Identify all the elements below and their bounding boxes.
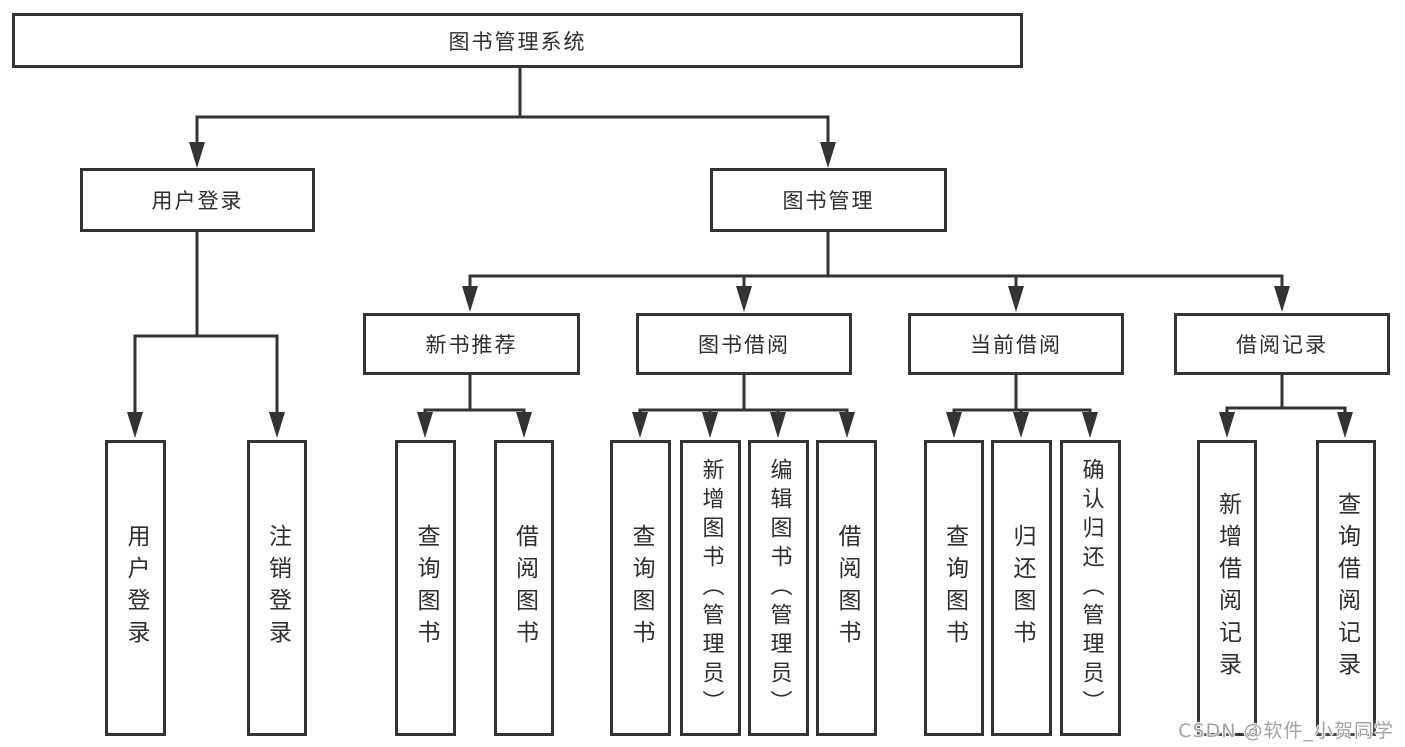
node-label: 查询借阅记录: [1333, 492, 1360, 684]
arrowhead: [632, 412, 648, 438]
arrowhead: [770, 412, 786, 438]
connector-book-borrowing-to-leaves: [632, 373, 855, 438]
arrowhead: [1219, 412, 1235, 438]
node-user-login: 用户登录: [80, 168, 315, 232]
leaf-add-books-admin: 新增图书（管理员）: [680, 440, 741, 736]
node-label: 新增图书（管理员）: [698, 457, 724, 719]
leaf-query-books-recommend: 查询图书: [395, 440, 456, 736]
node-current-borrowing: 当前借阅: [908, 313, 1124, 375]
leaf-return-books: 归还图书: [991, 440, 1052, 736]
node-label: 借阅图书: [834, 524, 860, 652]
connector-root-to-row2: [189, 66, 836, 168]
leaf-edit-books-admin: 编辑图书（管理员）: [748, 440, 809, 736]
node-label: 归还图书: [1009, 524, 1035, 652]
connector-new-book-recommendation-to-leaves: [417, 373, 532, 438]
arrowhead: [736, 286, 752, 312]
arrowhead: [1008, 286, 1024, 312]
leaf-logout: 注销登录: [247, 440, 307, 736]
arrowhead: [417, 412, 433, 438]
node-borrowing-records: 借阅记录: [1174, 313, 1390, 375]
node-label: 借阅图书: [511, 524, 538, 652]
arrowhead: [820, 142, 836, 168]
connector-current-borrowing-to-leaves: [946, 373, 1098, 438]
arrowhead: [1082, 412, 1098, 438]
node-new-book-recommendation: 新书推荐: [363, 313, 580, 375]
node-label: 当前借阅: [970, 333, 1062, 357]
node-book-borrowing: 图书借阅: [636, 313, 852, 375]
node-label: 注销登录: [264, 524, 291, 652]
node-label: 图书借阅: [698, 333, 790, 357]
leaf-user-login: 用户登录: [105, 440, 166, 736]
arrowhead: [127, 412, 143, 438]
node-label: 查询图书: [941, 524, 968, 652]
node-label: 确认归还（管理员）: [1078, 457, 1104, 719]
node-label: 新增借阅记录: [1214, 492, 1241, 684]
arrowhead: [946, 412, 962, 438]
leaf-add-borrow-record: 新增借阅记录: [1197, 440, 1257, 736]
node-label: 用户登录: [151, 189, 244, 213]
arrowhead: [189, 142, 205, 168]
arrowhead: [702, 412, 718, 438]
node-label: 查询图书: [413, 524, 439, 652]
node-label: 图书管理: [782, 189, 875, 213]
arrowhead: [839, 412, 855, 438]
leaf-query-borrow-record: 查询借阅记录: [1316, 440, 1376, 736]
node-label: 借阅记录: [1236, 333, 1328, 357]
leaf-query-books-current: 查询图书: [924, 440, 984, 736]
arrowhead: [516, 412, 532, 438]
leaf-borrow-books-borrowing: 借阅图书: [816, 440, 877, 736]
node-label: 图书管理系统: [448, 29, 587, 54]
connector-user-login-to-leaves: [127, 230, 285, 438]
csdn-watermark: CSDN @软件_小贺同学: [1178, 720, 1394, 742]
node-label: 查询图书: [628, 524, 654, 652]
arrowhead: [1337, 412, 1353, 438]
arrowhead: [269, 412, 285, 438]
arrowhead: [462, 286, 478, 312]
node-book-management: 图书管理: [710, 168, 947, 232]
connector-borrowing-records-to-leaves: [1219, 373, 1353, 438]
connector-book-management-to-row3: [462, 230, 1290, 312]
arrowhead: [1013, 412, 1029, 438]
node-library-management-system: 图书管理系统: [12, 13, 1023, 68]
node-label: 用户登录: [123, 524, 149, 652]
node-label: 新书推荐: [425, 333, 518, 357]
leaf-query-books-borrowing: 查询图书: [610, 440, 671, 736]
leaf-borrow-books-recommend: 借阅图书: [494, 440, 554, 736]
node-label: 编辑图书（管理员）: [766, 457, 792, 719]
leaf-confirm-return-admin: 确认归还（管理员）: [1060, 440, 1121, 736]
arrowhead: [1274, 286, 1290, 312]
